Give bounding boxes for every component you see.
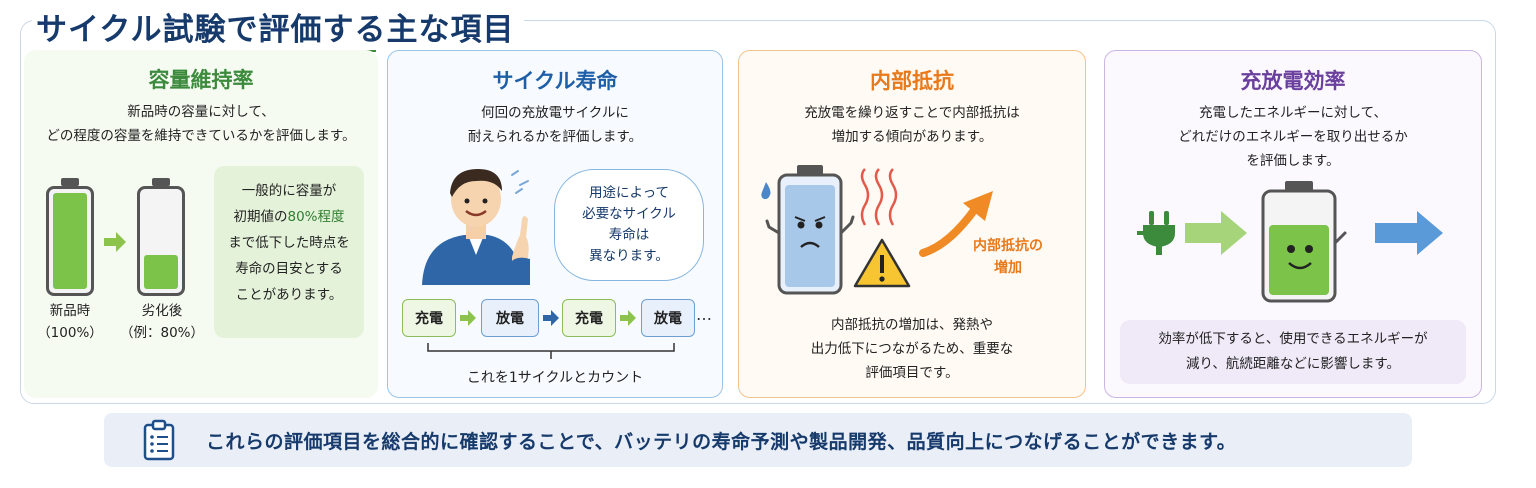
battery-cap [152,178,170,186]
sad-battery-icon [765,165,855,295]
chip-discharge: 放電 [641,299,695,337]
efficiency-note-box: 効率が低下すると、使用できるエネルギーが 減り、航続距離などに影響します。 [1120,320,1466,384]
battery-degraded-icon [137,186,185,296]
battery-new-icon [46,186,94,296]
heat-waves-icon [860,168,898,226]
resistance-increase-label: 内部抵抗の 増加 [973,238,1043,276]
plug-icon [1137,211,1175,255]
battery-degraded-label: 劣化後 （例：80%） [119,303,204,341]
resistance-note: 内部抵抗の増加は、発熱や 出力低下につながるため、重要な 評価項目です。 [810,317,1014,381]
chip-charge: 充電 [402,299,456,337]
panel-title: 容量維持率 [148,68,254,92]
speech-bubble: 用途によって 必要なサイクル 寿命は 異なります。 [554,169,704,281]
battery-level-fill [53,193,87,289]
warning-icon [853,238,911,288]
panel-description: 充電したエネルギーに対して、 どれだけのエネルギーを取り出せるか を評価します。 [1178,105,1408,169]
battery-new-label: 新品時 （100%） [37,303,103,341]
sweat-drop-icon [761,182,771,200]
arrow-right-icon [543,310,559,326]
arrow-right-icon [460,310,476,326]
panel-description: 充放電を繰り返すことで内部抵抗は 増加する傾向があります。 [804,105,1020,145]
chip-discharge: 放電 [481,299,539,337]
clipboard-icon [143,419,175,461]
chip-charge: 充電 [562,299,616,337]
panel-title: 充放電効率 [1240,69,1346,93]
panel-title: サイクル寿命 [492,69,618,93]
arrow-up-right-icon [919,191,993,257]
panel-description: 新品時の容量に対して、 どの程度の容量を維持できているかを評価します。 [46,104,356,144]
battery-level-fill [144,255,178,289]
person-illustration [422,169,530,285]
cycle-count-label: これを1サイクルとカウント [466,370,644,386]
sparkle-icon [511,170,529,194]
energy-in-arrow-icon [1185,211,1247,255]
energy-out-arrow-icon [1375,211,1443,255]
summary-banner: これらの評価項目を総合的に確認することで、バッテリの寿命予測や製品開発、品質向上… [104,413,1412,467]
arrow-right-icon [620,310,636,326]
happy-battery-icon [1261,181,1347,303]
battery-cap [61,178,79,186]
panel-cycle-life: サイクル寿命 何回の充放電サイクルに 耐えられるかを評価します。 用途によって … [387,50,723,398]
capacity-note-box: 一般的に容量が 初期値の80%程度 まで低下した時点を 寿命の目安とする ことが… [214,166,364,338]
bracket [427,343,675,359]
panel-description: 何回の充放電サイクルに 耐えられるかを評価します。 [467,105,643,145]
arrow-right-icon [104,232,126,252]
summary-text: これらの評価項目を総合的に確認することで、バッテリの寿命予測や製品開発、品質向上… [206,431,1237,453]
ellipsis: … [696,305,712,324]
panel-internal-resistance: 内部抵抗 充放電を繰り返すことで内部抵抗は 増加する傾向があります。 内部抵抗の [738,50,1086,398]
panel-title: 内部抵抗 [870,69,954,93]
page-title: サイクル試験で評価する主な項目 [32,4,525,49]
panel-capacity-retention: 容量維持率 新品時の容量に対して、 どの程度の容量を維持できているかを評価します… [24,50,378,398]
